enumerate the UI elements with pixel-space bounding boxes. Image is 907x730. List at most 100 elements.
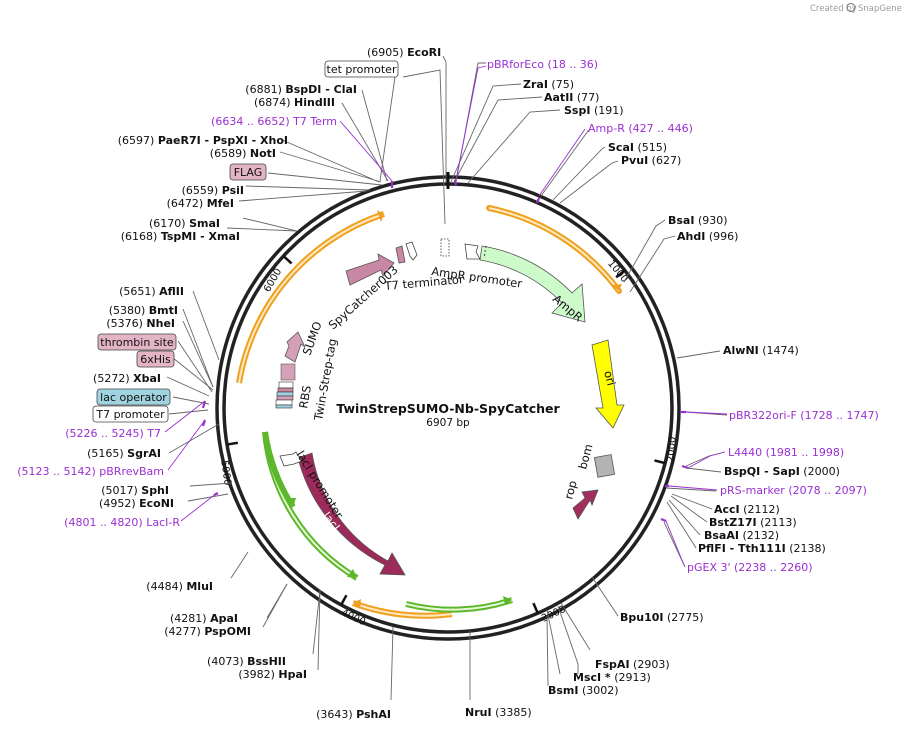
enzyme-bsmi: BsmI (3002) — [548, 684, 619, 697]
enzyme-aatii: AatII (77) — [544, 91, 599, 104]
enzyme-hindiii: (6874) HindIII — [254, 96, 335, 109]
enzyme-apai: (4281) ApaI — [170, 612, 238, 625]
ampr-arrow — [479, 245, 586, 323]
enzyme-pflfi-tth111i: PflFI - Tth111I (2138) — [698, 542, 826, 555]
box-tet-promoter — [324, 60, 399, 78]
enzyme-mfei: (6472) MfeI — [167, 197, 234, 210]
primer-pbrrevbam: (5123 .. 5142) pBRrevBam — [17, 465, 164, 478]
bom-box — [593, 454, 616, 478]
box-flag-label: FLAG — [234, 166, 263, 179]
sumo-arrow — [284, 331, 306, 363]
credit-brand: SnapGene — [858, 4, 902, 14]
enzyme-paer7i-pspxi-xhoi: (6597) PaeR7I - PspXI - XhoI — [118, 134, 288, 147]
enzyme-scai: ScaI (515) — [608, 141, 667, 154]
plasmid-name: TwinStrepSUMO-Nb-SpyCatcher — [336, 401, 560, 416]
primer-pbr322ori-f: pBR322ori-F (1728 .. 1747) — [729, 409, 879, 422]
orf-arc-inner — [352, 602, 453, 617]
primer-pbrforeco: pBRforEco (18 .. 36) — [487, 58, 598, 71]
box-lac-operator-label: lac operator — [100, 391, 167, 404]
enzyme-mlui: (4484) MluI — [146, 580, 213, 593]
enzyme-bspqi-sapi: BspQI - SapI (2000) — [724, 465, 840, 478]
tick-mark-6000 — [282, 255, 293, 265]
label-rbs: RBS — [296, 384, 314, 409]
label-bom: bom — [575, 442, 595, 470]
enzyme-aflii: (5651) AflII — [119, 285, 184, 298]
leader-lines — [166, 55, 728, 701]
enzyme-bsshii: (4073) BssHII — [207, 655, 286, 668]
tick-marks — [226, 255, 666, 614]
ampr-promoter-arrow — [464, 243, 481, 260]
enzyme-alwni: AlwNI (1474) — [723, 344, 799, 357]
box-t7-promoter-label: T7 promoter — [95, 408, 165, 421]
rop-arrow — [572, 489, 599, 520]
tick-label-2000: 2000 — [665, 436, 678, 462]
box-lac-operator — [96, 388, 171, 406]
label-sumo: SUMO — [300, 320, 325, 357]
enzyme-sspi: SspI (191) — [564, 104, 624, 117]
orf-arrowhead — [612, 284, 622, 291]
box-t7-promoter — [92, 405, 169, 423]
box-6xhis-label: 6xHis — [140, 353, 171, 366]
spycatcher-arrow — [345, 253, 395, 286]
enzyme-bstz17i: BstZ17I (2113) — [709, 516, 797, 529]
enzyme-zrai: ZraI (75) — [523, 78, 574, 91]
enzyme-sgrai: (5165) SgrAI — [87, 447, 161, 460]
label-rop: rop — [561, 479, 579, 501]
enzyme-nrui: NruI (3385) — [465, 706, 532, 719]
enzyme-noti: (6589) NotI — [210, 147, 276, 160]
ori-arrow — [591, 339, 625, 429]
enzyme-bmti: (5380) BmtI — [109, 304, 178, 317]
enzyme-pshai: (3643) PshAI — [316, 708, 391, 721]
primer-laci-r: (4801 .. 4820) LacI-R — [64, 516, 180, 529]
enzyme-xbai: (5272) XbaI — [93, 372, 161, 385]
box-tet-promoter-label: tet promoter — [327, 63, 397, 76]
enzyme-bsaai: BsaAI (2132) — [704, 529, 779, 542]
box-flag — [229, 163, 267, 181]
orf-arrowhead — [347, 569, 357, 578]
box-thrombin-site — [97, 333, 177, 351]
label-t7-terminator: T7 terminator — [383, 272, 464, 293]
orf-arrowhead — [353, 599, 361, 609]
primer-amp-r: Amp-R (427 .. 446) — [588, 122, 693, 135]
sumo-body — [280, 363, 296, 381]
enzyme-ahdi: AhdI (996) — [677, 230, 738, 243]
orf-arc-inner — [238, 213, 385, 384]
credit-text: Created by — [810, 4, 857, 14]
enzyme-hpai: (3982) HpaI — [238, 668, 307, 681]
laci-promoter-arrow — [279, 451, 303, 467]
enzyme-acci: AccI (2112) — [714, 503, 780, 516]
label-ori: ori — [601, 369, 618, 387]
snapgene-logo-icon — [846, 2, 856, 13]
enzyme-tspmi-xmai: (6168) TspMI - XmaI — [121, 230, 240, 243]
primer-pgex3: pGEX 3' (2238 .. 2260) — [687, 561, 813, 574]
enzyme-nhei: (5376) NheI — [106, 317, 175, 330]
orf-arrowhead — [503, 596, 512, 605]
enzyme-fspai: FspAI (2903) — [595, 658, 670, 671]
primer-leader-lines — [164, 65, 728, 566]
t7-terminator-glyph — [405, 241, 418, 261]
plasmid-length: 6907 bp — [426, 417, 470, 429]
tick-label-5000: 5000 — [218, 460, 232, 487]
enzyme-econi: (4952) EcoNI — [99, 497, 174, 510]
orf-arrowhead — [287, 498, 296, 507]
primer-t7: (5226 .. 5245) T7 — [65, 427, 161, 440]
box-6xhis — [136, 350, 175, 368]
enzyme-psii: (6559) PsiI — [182, 184, 244, 197]
enzyme-bsai: BsaI (930) — [668, 214, 728, 227]
enzyme-bpu10i: Bpu10I (2775) — [620, 611, 704, 624]
spycatcher-small — [395, 245, 406, 264]
enzyme-pvui: PvuI (627) — [621, 154, 681, 167]
terminator-hatch — [440, 238, 450, 257]
primer-l4440: L4440 (1981 .. 1998) — [728, 446, 844, 459]
enzyme-ecori: (6905) EcoRI — [367, 46, 441, 59]
tick-mark-5000 — [226, 441, 239, 446]
label-laci-promoter: lacI promoter — [293, 448, 346, 521]
orf-arc-inner — [488, 207, 620, 292]
tick-mark-1000 — [615, 269, 626, 279]
enzyme-bspdi-clai: (6881) BspDI - ClaI — [245, 83, 357, 96]
enzyme-msci: MscI * (2913) — [573, 671, 651, 684]
orf-arc-green-inner — [405, 599, 513, 611]
enzyme-sphi: (5017) SphI — [101, 484, 169, 497]
